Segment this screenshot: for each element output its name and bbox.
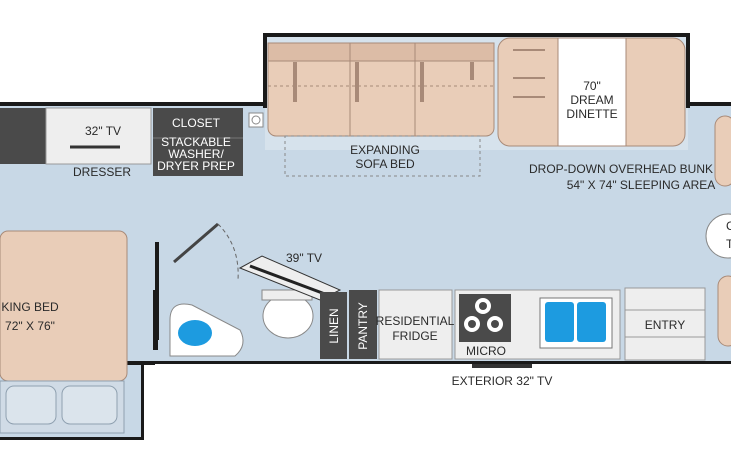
king-bed (0, 230, 128, 434)
expanding-sofa (267, 42, 495, 137)
bunk-label-2: 54" X 74" SLEEPING AREA (567, 178, 716, 192)
king-bed-label-2: 72" X 76" (5, 319, 55, 333)
dresser (0, 107, 152, 165)
dinette-label-3: DINETTE (566, 107, 617, 121)
dresser-tv-label: 32" TV (85, 124, 121, 138)
entry-label: ENTRY (645, 318, 685, 332)
dream-dinette (497, 37, 686, 147)
exterior-tv-label: EXTERIOR 32" TV (452, 374, 553, 388)
wall-outlet (248, 112, 264, 128)
closet-washer (153, 108, 243, 176)
residential-fridge (378, 289, 453, 360)
bath-walls (153, 242, 159, 350)
pantry-label: PANTRY (356, 302, 370, 350)
washer-label-1: STACKABLE (161, 135, 231, 149)
linen-cabinet (320, 292, 347, 359)
washer-label-2: WASHER/ (168, 147, 224, 161)
micro-label: MICRO (466, 344, 506, 358)
cab-label-2: T (726, 237, 731, 251)
tv-39 (238, 255, 342, 301)
sofa-label-1: EXPANDING (350, 143, 420, 157)
fridge-label-2: FRIDGE (392, 329, 437, 343)
bathroom-sink (169, 303, 244, 357)
pantry-cabinet (349, 290, 377, 359)
dinette-label-1: 70" (583, 79, 601, 93)
dinette-label-2: DREAM (570, 93, 613, 107)
exterior-tv (472, 364, 532, 368)
dresser-label: DRESSER (73, 165, 131, 179)
toilet (261, 289, 314, 339)
sofa-bed-extension (284, 135, 481, 177)
cab-label-1: C (726, 219, 731, 233)
bath-door (173, 222, 219, 264)
washer-label-3: DRYER PREP (157, 159, 235, 173)
fridge-label-1: RESIDENTIAL (376, 314, 455, 328)
tv-39-label: 39" TV (286, 251, 322, 265)
cooktop (459, 294, 511, 342)
cab-seats (705, 115, 731, 347)
entry-steps (624, 287, 706, 361)
closet-label: CLOSET (172, 116, 221, 130)
kitchen-sink (539, 297, 613, 349)
bunk-label-1: DROP-DOWN OVERHEAD BUNK (529, 162, 713, 176)
king-bed-label-1: KING BED (1, 300, 59, 314)
sofa-label-2: SOFA BED (355, 157, 415, 171)
linen-label: LINEN (327, 308, 341, 343)
